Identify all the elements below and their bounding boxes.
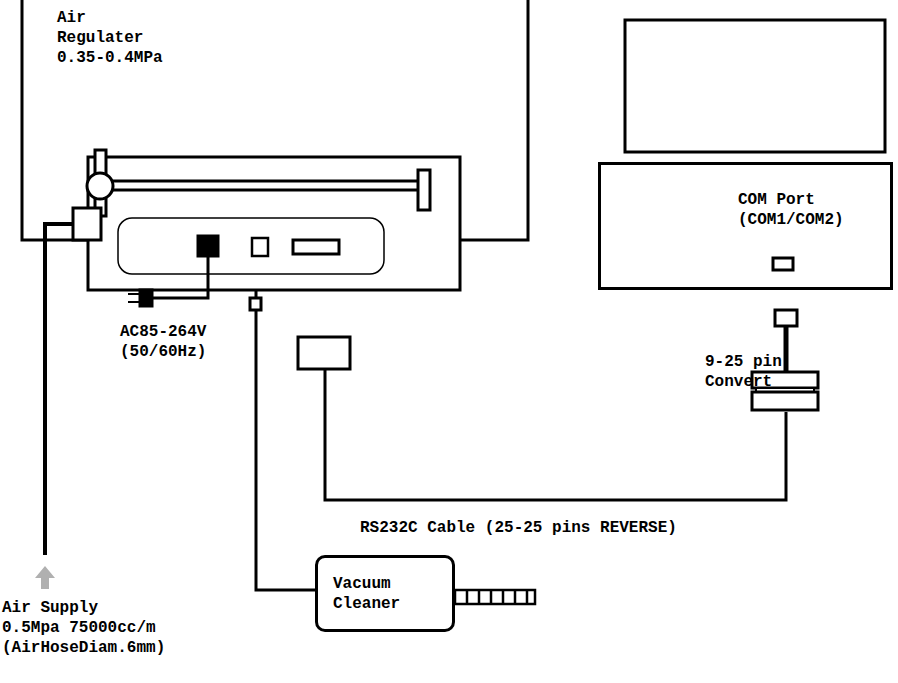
label-box: 0.35-0.4MPa (57, 48, 163, 68)
vacuum-hose (256, 290, 315, 590)
label-box: AC85-264V (50/60Hz) (120, 322, 216, 362)
label-box: RS232C Cable (25-25 pins REVERSE) (360, 518, 677, 538)
annotation-label: Air Supply (2, 598, 98, 618)
annotation-label: 0.35-0.4MPa (57, 48, 163, 68)
label-box: Air Regulater (57, 8, 148, 48)
label-box: Air Supply (2, 598, 98, 618)
annotation-label: Air Regulater (57, 8, 148, 48)
vacuum-port (252, 238, 268, 256)
node-text: Vacuum Cleaner (333, 574, 410, 614)
label-box: 9-25 pin Convert (705, 352, 787, 392)
power-cord (152, 256, 208, 298)
air-pipe (110, 181, 420, 190)
air-flow-arrow (35, 566, 55, 589)
hose-ribs (467, 590, 527, 604)
annotation-label: 9-25 pin Convert (705, 352, 787, 392)
stand-outline (460, 0, 528, 240)
db9-connector (775, 310, 797, 326)
regulator-gauge (87, 173, 113, 199)
vacuum-cleaner-box: Vacuum Cleaner (315, 555, 455, 632)
power-plug (140, 290, 152, 306)
label-box: 0.5Mpa 75000cc/m (AirHoseDiam.6mm) (2, 618, 170, 658)
front-panel (118, 218, 384, 274)
cleaner-hose (455, 590, 535, 604)
computer-box: COM Port (COM1/COM2) (598, 162, 893, 290)
adapter-part (752, 392, 818, 410)
serial-port (293, 240, 339, 254)
annotation-label: RS232C Cable (25-25 pins REVERSE) (360, 518, 677, 538)
pipe-end (418, 170, 430, 210)
annotation-label: 0.5Mpa 75000cc/m (AirHoseDiam.6mm) (2, 618, 170, 658)
device-housing (88, 157, 460, 290)
monitor (625, 20, 885, 152)
com-port (773, 258, 793, 270)
node-text: COM Port (COM1/COM2) (738, 190, 848, 230)
power-socket (198, 236, 218, 256)
hose-fitting (73, 208, 101, 240)
db25-connector (298, 337, 350, 369)
hose-fitting (250, 298, 261, 310)
plug-prongs (128, 294, 140, 302)
annotation-label: AC85-264V (50/60Hz) (120, 322, 216, 362)
adapter-cable (784, 326, 789, 372)
air-hose (45, 224, 73, 555)
